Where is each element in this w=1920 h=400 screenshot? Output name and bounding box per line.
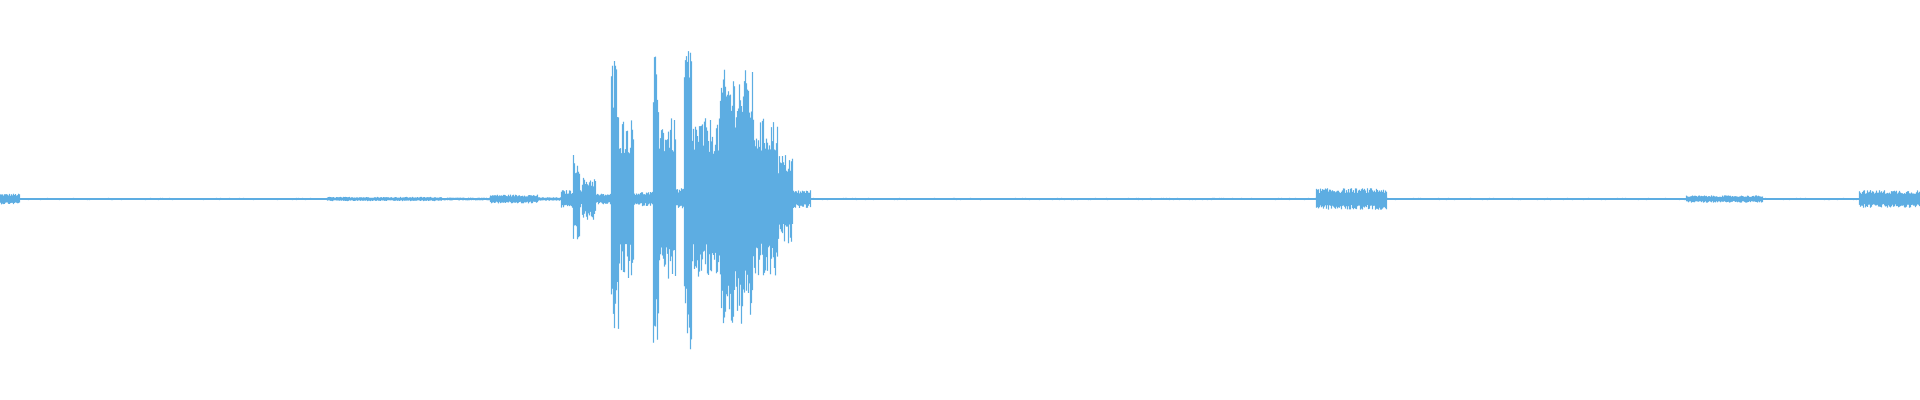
waveform-path [0,51,1920,350]
waveform-bars [0,51,1920,350]
